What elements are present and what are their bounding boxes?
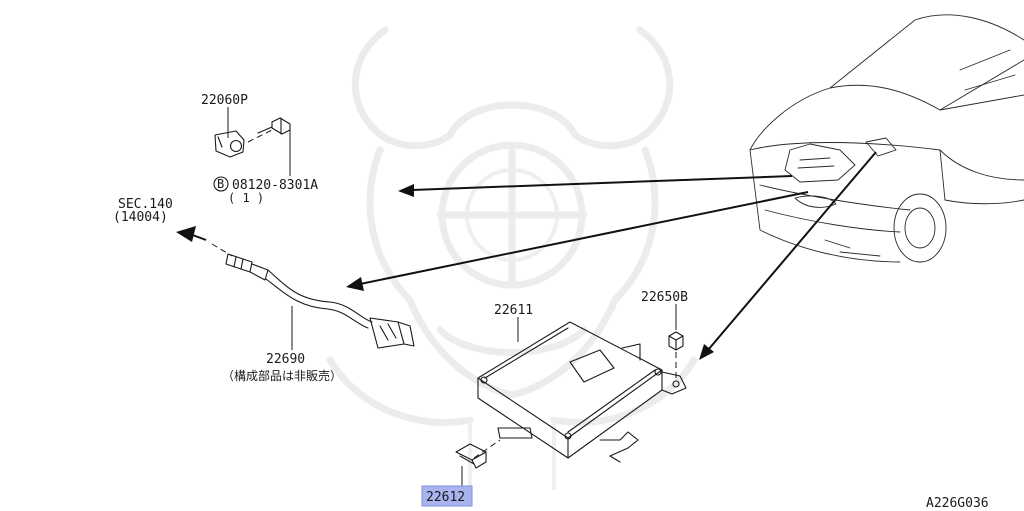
knock-sensor-part <box>214 130 245 158</box>
ecm-unit-part <box>477 321 687 463</box>
bracket-highlight <box>421 485 473 507</box>
oxygen-sensor-note: （構成部品は非販売） <box>222 368 342 383</box>
label-bolt[interactable]: 08120-8301A <box>232 178 318 193</box>
bolt-quantity: ( 1 ) <box>228 191 264 205</box>
knock-sensor-group: 22060P B 08120-8301A ( 1 ) <box>201 93 318 205</box>
label-nut[interactable]: 22650B <box>641 290 688 305</box>
label-section-ref[interactable]: SEC.140 <box>118 197 173 212</box>
bracket-part <box>455 443 487 469</box>
figure-id: A226G036 <box>926 496 989 511</box>
label-section-sub: (14004) <box>113 210 168 225</box>
vehicle-arrows <box>346 151 877 360</box>
arrow-head-icon <box>398 184 414 197</box>
watermark-logo <box>326 26 698 490</box>
bolt-circle-marker <box>213 176 229 192</box>
vehicle-illustration <box>749 14 1024 263</box>
arrow-head-icon <box>346 277 364 291</box>
nut-part <box>668 331 684 351</box>
oxygen-sensor-part <box>225 253 415 349</box>
label-knock-sensor[interactable]: 22060P <box>201 93 248 108</box>
arrow-head-icon <box>699 344 714 360</box>
bolt-circle-letter: B <box>217 177 224 191</box>
label-oxygen-sensor[interactable]: 22690 <box>266 352 305 367</box>
label-ecm-unit[interactable]: 22611 <box>494 303 533 318</box>
label-bracket[interactable]: 22612 <box>426 490 465 505</box>
oxygen-sensor-group: SEC.140 (14004) 22690 （構成部品は非販売） <box>113 197 415 383</box>
ecm-group: 22611 22650B <box>421 290 688 507</box>
bolt-part <box>257 117 291 135</box>
section-arrow-icon <box>176 226 196 242</box>
